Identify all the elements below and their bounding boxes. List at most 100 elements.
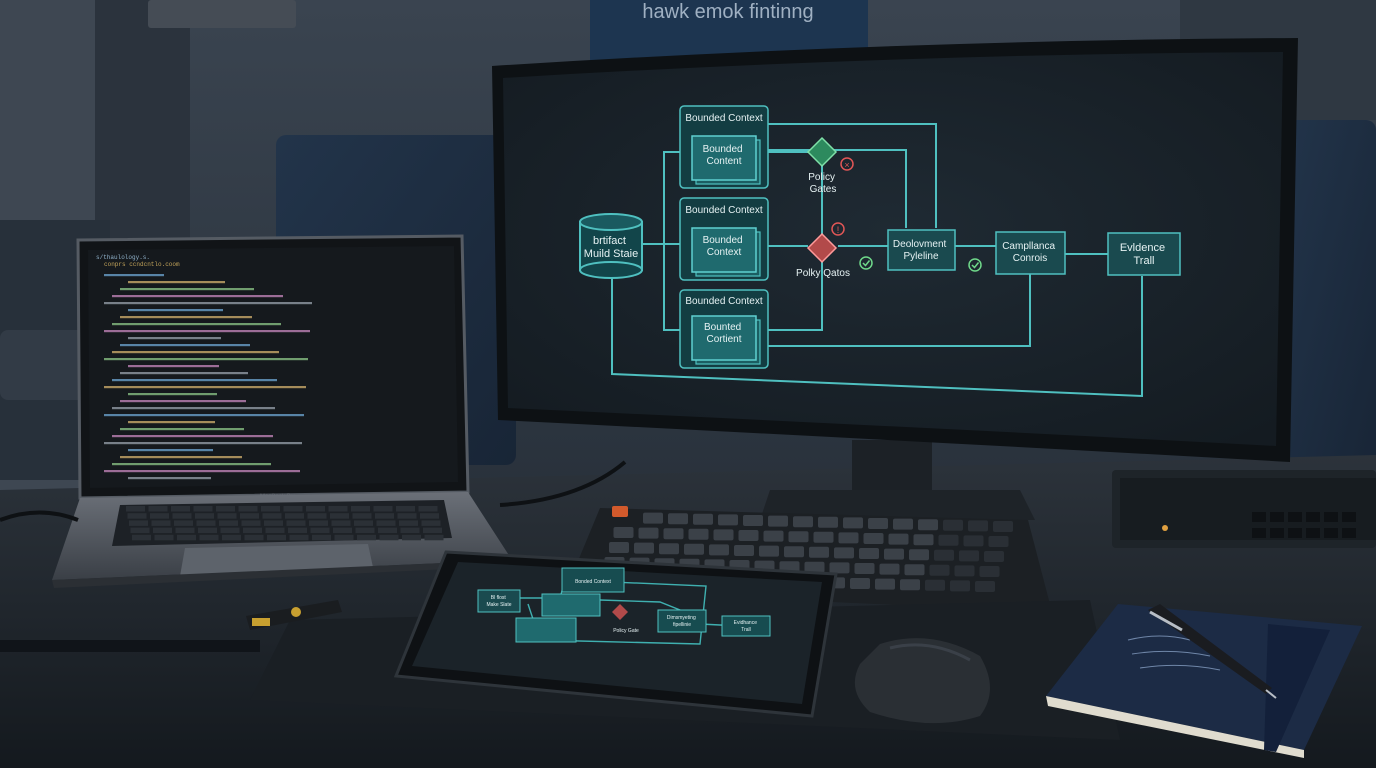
- laptop-key: [265, 527, 285, 534]
- keyboard-key: [613, 527, 634, 538]
- check-icon: [859, 256, 873, 270]
- laptop-key: [196, 520, 216, 526]
- code-line: [128, 421, 215, 424]
- desk-edge: [0, 640, 260, 652]
- error-icon: [840, 157, 854, 171]
- laptop-key: [195, 513, 214, 519]
- deployment-pipeline-node: Deolovment Pyleline: [887, 229, 982, 272]
- laptop-key: [174, 520, 193, 526]
- monitor-stand-base: [760, 490, 1035, 520]
- code-line: [104, 274, 164, 277]
- code-line: [104, 302, 312, 305]
- code-line: [128, 365, 219, 368]
- tablet-evidence-line1: Evidhance: [734, 620, 758, 626]
- keyboard-key: [913, 534, 934, 546]
- policy-gate-label-1b: Gates: [810, 184, 837, 195]
- tablet: Bl flost Make Slate Bonded Context Polic…: [393, 550, 838, 718]
- compliance-label-1: Campllanca: [1002, 241, 1055, 252]
- network-switch: [1112, 470, 1376, 548]
- escape-key-orange: [612, 506, 628, 517]
- keyboard-key: [868, 518, 888, 529]
- bounded-context-group-1: Bounded Context Bounded Content: [679, 105, 769, 189]
- tablet-evidence-line2: Trall: [741, 627, 751, 633]
- usb-security-key: [246, 600, 342, 630]
- code-line: [112, 295, 283, 298]
- laptop-key: [310, 527, 330, 534]
- laptop-key: [244, 534, 264, 541]
- code-line: [112, 379, 277, 382]
- keyboard-key: [834, 547, 854, 559]
- code-line: [128, 281, 225, 284]
- svg-text:Dimsmyeting fipellinie: Dimsmyeting fipellinie: [667, 615, 697, 628]
- tablet-diagram: Bl flost Make Slate Bonded Context Polic…: [477, 567, 771, 645]
- laptop-key: [154, 534, 174, 541]
- bounded-context-title-3: Bounded Context: [685, 296, 763, 307]
- keyboard-key: [884, 548, 904, 560]
- laptop-key: [219, 520, 238, 526]
- laptop-key: [126, 506, 145, 512]
- code-line: [120, 400, 246, 403]
- deployment-label-1: Deolovment: [893, 239, 947, 250]
- laptop-front-edge: [52, 560, 512, 588]
- keyboard-key: [918, 519, 938, 531]
- laptop-key: [264, 520, 283, 526]
- laptop-key: [172, 513, 192, 519]
- tablet-deployment-line1: Dimsmyeting: [667, 615, 696, 621]
- tablet-deployment-line2: fipellinie: [673, 622, 691, 628]
- laptop-key: [357, 534, 376, 541]
- keyboard-key: [850, 578, 870, 589]
- svg-text:Bl flost Make Slate: Bl flost Make Slate: [486, 595, 511, 608]
- notebook-strap: [1264, 624, 1330, 752]
- laptop-key: [193, 506, 213, 512]
- keyboard-key: [988, 536, 1009, 547]
- code-line: [120, 316, 252, 319]
- laptop-trackpad: [180, 544, 374, 576]
- keyboard-key: [634, 542, 654, 554]
- laptop-key: [396, 506, 415, 512]
- laptop-cable: [0, 510, 79, 522]
- policy-gate-diamond-1: × Policy Gates: [806, 136, 854, 195]
- code-line: [104, 442, 302, 445]
- keyboard-key: [688, 528, 709, 540]
- keyboard-key: [938, 534, 959, 546]
- svg-text:brtifact Muild Staie: brtifact Muild Staie: [584, 235, 638, 260]
- laptop-key: [241, 520, 261, 526]
- bounded-context-label-1a: Bounded: [703, 144, 743, 155]
- artifact-label-line1: brtifact: [593, 235, 626, 247]
- compliance-label-2: Conrois: [1013, 253, 1047, 264]
- divider-panel-right: [1286, 120, 1376, 480]
- laptop-key: [418, 506, 438, 512]
- tablet-policy-gate: [612, 604, 628, 620]
- laptop-key: [198, 527, 217, 534]
- evidence-trail-node: Evldence Trall: [1107, 232, 1181, 276]
- laptop-key: [351, 506, 370, 512]
- laptop-key: [373, 506, 393, 512]
- error-x: ×: [844, 160, 849, 170]
- code-line: [104, 358, 308, 361]
- bounded-context-title-1: Bounded Context: [685, 113, 763, 124]
- keyboard-key: [925, 579, 945, 591]
- keyboard-key: [909, 549, 929, 561]
- bounded-context-group-3: Bounded Context Bounted Cortient: [679, 289, 769, 369]
- code-line: [112, 351, 279, 354]
- evidence-label-1: Evldence: [1120, 242, 1165, 254]
- laptop-key: [286, 520, 306, 526]
- laptop-key: [289, 534, 309, 541]
- keyboard-key: [784, 546, 804, 558]
- keyboard-key: [643, 512, 663, 524]
- keyboard-key: [854, 563, 875, 574]
- laptop-key: [352, 513, 372, 519]
- svg-text:Evidhance Trall: Evidhance Trall: [734, 620, 759, 633]
- tablet-artifact-line2: Make Slate: [486, 602, 511, 608]
- laptop-key: [283, 506, 303, 512]
- keyboard-key: [788, 531, 809, 543]
- keyboard-key: [950, 580, 970, 592]
- laptop-screen: [88, 246, 458, 488]
- laptop-key: [378, 527, 397, 534]
- svg-text:Bounded Content: Bounded Content: [703, 144, 746, 167]
- keyboard-key: [963, 535, 984, 547]
- laptop-key: [375, 513, 394, 519]
- wall-poster-text: hawk emok fintinng: [642, 1, 813, 23]
- policy-gate-label-2: Polky Qatos: [796, 268, 850, 279]
